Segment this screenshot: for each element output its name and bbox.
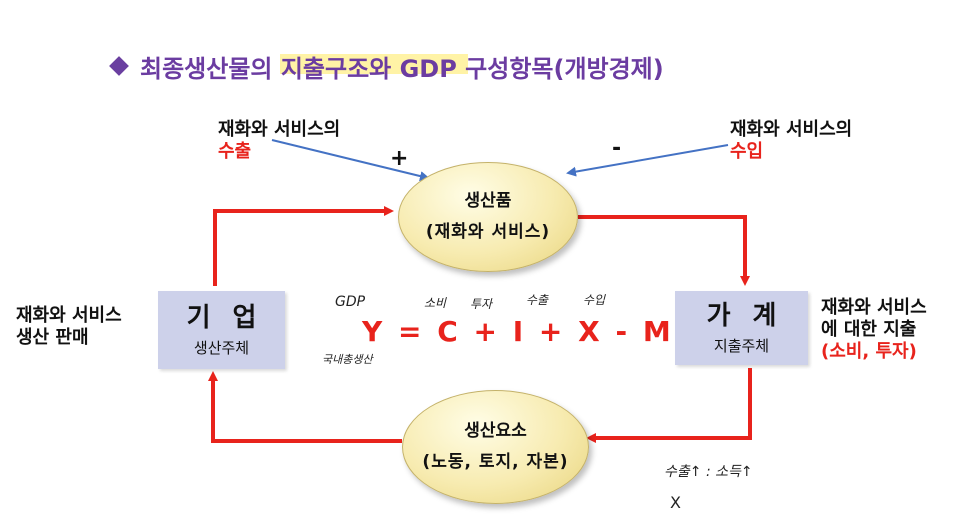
arrow-firm-to-product [213, 206, 394, 286]
handwritten-y-below: 국내총생산 [322, 353, 373, 366]
gdp-equation: Y = C + I + X - M [362, 315, 674, 348]
firm-box: 기업 생산주체 [158, 291, 285, 369]
left-label: 재화와 서비스 생산 판매 [16, 305, 122, 348]
arrow-household-to-factors [586, 368, 752, 443]
household-box: 가계 지출주체 [675, 291, 808, 365]
handwritten-i: 투자 [470, 297, 493, 311]
minus-sign: - [612, 136, 622, 161]
arrow-export [271, 139, 430, 181]
handwritten-gdp: GDP [335, 294, 366, 310]
title-row: 최종생산물의 지출구조와 GDP 구성항목(개방경제) [108, 46, 664, 86]
arrow-factors-to-firm [208, 371, 402, 443]
plus-sign: + [390, 146, 409, 171]
product-ellipse: 생산품 (재화와 서비스) [398, 162, 578, 272]
title-highlight [280, 54, 468, 74]
right-label: 재화와 서비스 에 대한 지출 (소비, 투자) [821, 297, 927, 362]
handwritten-x-mark: X [670, 493, 681, 512]
handwritten-m: 수입 [583, 293, 606, 307]
arrow-import [566, 144, 729, 177]
arrow-product-to-household [578, 215, 750, 286]
page-title: 최종생산물의 지출구조와 GDP 구성항목(개방경제) [140, 54, 664, 83]
factors-ellipse: 생산요소 (노동, 토지, 자본) [402, 390, 589, 504]
handwritten-x: 수출 [526, 293, 549, 307]
export-label: 재화와 서비스의 수출 [218, 119, 341, 162]
handwritten-c: 소비 [424, 296, 447, 310]
import-label: 재화와 서비스의 수입 [730, 119, 853, 162]
handwritten-bottom-right: 수출↑ : 소득↑ [664, 464, 753, 480]
